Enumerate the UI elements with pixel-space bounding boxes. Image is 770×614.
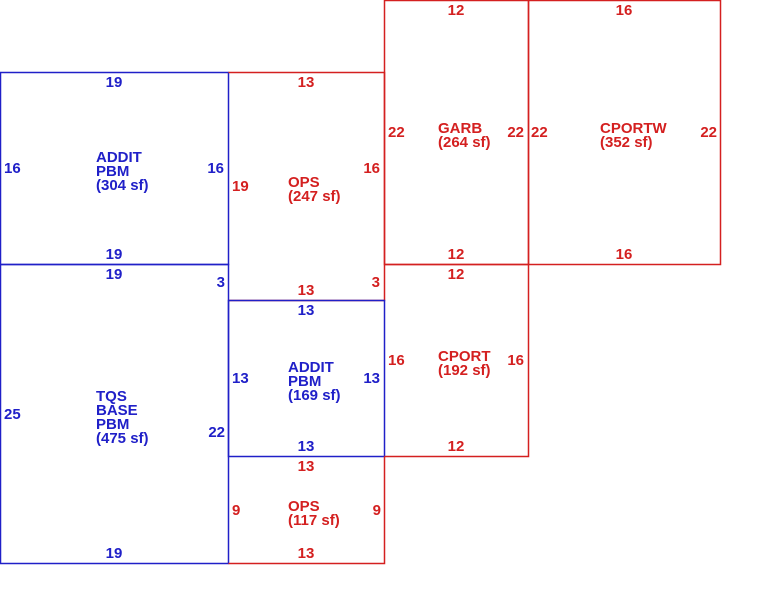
dimension-top: 13	[298, 302, 315, 319]
area-label-line: ADDIT	[96, 149, 142, 166]
dimension-left: 22	[388, 124, 405, 141]
area-ops-247: OPS (247 sf) 13 13 19 16 3	[228, 71, 386, 302]
area-label-line: CPORTW	[600, 120, 668, 137]
dimension-top: 16	[616, 2, 633, 19]
dimension-right: 22	[208, 424, 225, 441]
area-label-line: TQS	[96, 388, 127, 405]
area-size-label: (247 sf)	[288, 188, 341, 205]
area-size-label: (264 sf)	[438, 134, 491, 151]
dimension-top: 13	[298, 458, 315, 475]
area-label-line: ADDIT	[288, 359, 334, 376]
area-size-label: (304 sf)	[96, 177, 149, 194]
area-size-label: (117 sf)	[288, 512, 340, 529]
dimension-right: 16	[207, 160, 224, 177]
area-outline	[227, 299, 386, 458]
area-label-line: OPS	[288, 174, 320, 191]
area-label-line: PBM	[96, 163, 129, 180]
area-outline	[228, 456, 386, 565]
dimension-left: 25	[4, 406, 21, 423]
dimension-left: 19	[232, 178, 249, 195]
dimension-left: 16	[4, 160, 21, 177]
area-addit-pbm-304: ADDIT PBM (304 sf) 19 19 16 16	[0, 71, 230, 266]
dimension-bottom: 19	[106, 545, 123, 562]
dimension-top: 19	[106, 266, 123, 283]
dimension-right: 22	[507, 124, 524, 141]
dimension-top: 12	[448, 266, 465, 283]
area-addit-pbm-169: ADDIT PBM (169 sf) 13 13 13 13	[227, 299, 386, 458]
area-label-line: PBM	[288, 373, 321, 390]
dimension-top: 13	[298, 74, 315, 91]
dimension-right: 22	[700, 124, 717, 141]
dimension-bottom: 19	[106, 246, 123, 263]
dimension-right: 16	[507, 352, 524, 369]
dimension-left: 13	[232, 370, 249, 387]
area-size-label: (475 sf)	[96, 430, 149, 447]
dimension-bottom: 13	[298, 438, 315, 455]
dimension-top: 19	[106, 74, 123, 91]
area-outline	[527, 0, 722, 266]
dimension-left: 22	[531, 124, 548, 141]
area-size-label: (352 sf)	[600, 134, 653, 151]
area-cport-192: CPORT (192 sf) 12 12 16 16	[384, 263, 530, 458]
dimension-top: 12	[448, 2, 465, 19]
dimension-left: 16	[388, 352, 405, 369]
area-size-label: (169 sf)	[288, 387, 341, 404]
area-label-line: BASE	[96, 402, 138, 419]
area-outline	[384, 263, 530, 458]
area-size-label: (192 sf)	[438, 362, 491, 379]
dimension-right-offset: 3	[372, 274, 380, 291]
dimension-right: 16	[363, 160, 380, 177]
area-garb-264: GARB (264 sf) 12 12 22 22	[383, 0, 530, 266]
dimension-bottom: 12	[448, 246, 465, 263]
area-label-line: OPS	[288, 498, 320, 515]
dimension-left: 9	[232, 502, 240, 519]
area-label-line: CPORT	[438, 348, 491, 365]
dimension-bottom: 16	[616, 246, 633, 263]
dimension-bottom: 12	[448, 438, 465, 455]
dimension-right-offset: 3	[217, 274, 225, 291]
dimension-right: 9	[373, 502, 381, 519]
area-cportw-352: CPORTW (352 sf) 16 16 22 22	[527, 0, 722, 266]
dimension-bottom: 13	[298, 282, 315, 299]
area-ops-117: OPS (117 sf) 13 13 9 9	[228, 456, 386, 565]
dimension-right: 13	[363, 370, 380, 387]
area-label-line: PBM	[96, 416, 129, 433]
area-tqs-base-pbm-475: TQS BASE PBM (475 sf) 19 19 25 22 3	[0, 263, 230, 565]
area-label-line: GARB	[438, 120, 482, 137]
dimension-bottom: 13	[298, 545, 315, 562]
